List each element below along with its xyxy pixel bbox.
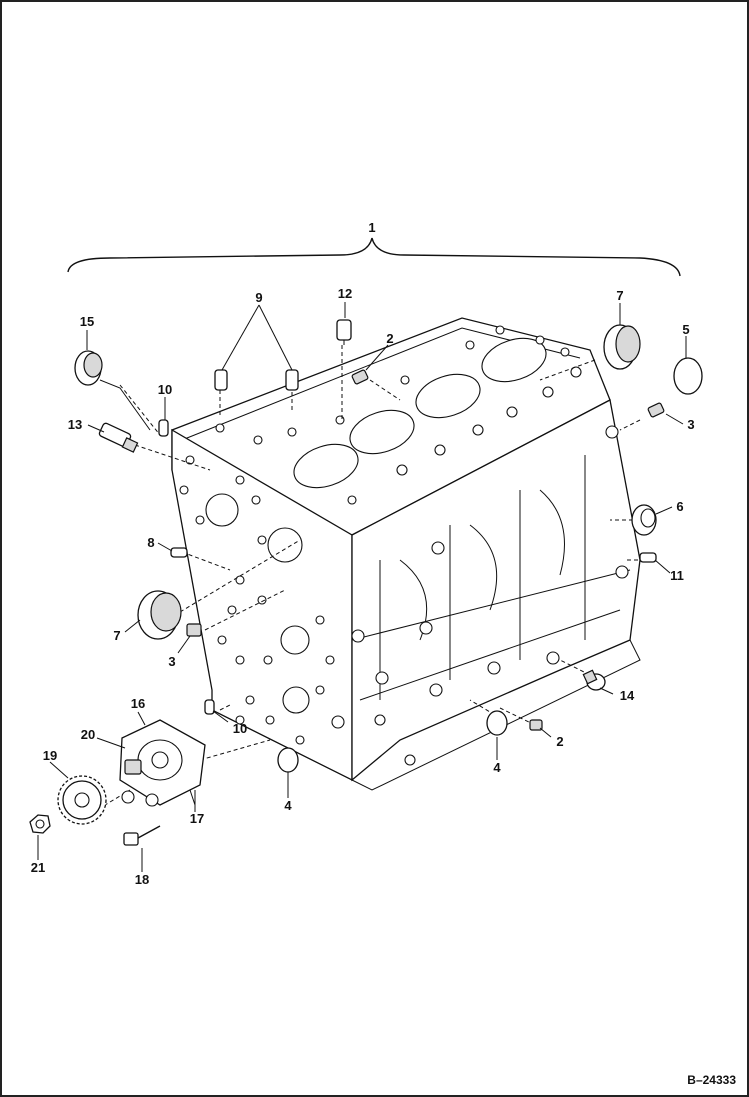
callout-4-left: 4 <box>284 798 292 813</box>
pipe-12 <box>336 319 352 345</box>
seal-7a <box>603 324 641 370</box>
callout-10-top: 10 <box>158 382 172 397</box>
callout-12: 12 <box>338 286 352 301</box>
dowel-9b <box>285 369 299 391</box>
dowel-10a <box>158 419 169 437</box>
callout-7-left: 7 <box>113 628 120 643</box>
assembly-brace <box>67 237 681 277</box>
callout-5: 5 <box>682 322 689 337</box>
callout-7-top: 7 <box>616 288 623 303</box>
callout-leaders <box>37 302 687 872</box>
leader-lines <box>79 345 645 821</box>
dowel-9a <box>214 369 228 391</box>
dowel-8 <box>170 547 188 558</box>
callout-9: 9 <box>255 290 262 305</box>
callout-4-right: 4 <box>493 760 501 775</box>
bolt-14 <box>582 669 606 691</box>
seal-6 <box>631 504 657 536</box>
callout-21: 21 <box>31 860 45 875</box>
dowel-11 <box>639 552 657 563</box>
callout-10-bottom: 10 <box>233 721 247 736</box>
dowel-10b <box>204 699 215 715</box>
plug-2a <box>351 369 369 385</box>
callout-15: 15 <box>80 314 94 329</box>
gear-19 <box>57 775 107 825</box>
plug-4a <box>486 710 508 736</box>
seal-15 <box>74 350 151 431</box>
seal-7b <box>137 590 182 640</box>
cap-5 <box>673 357 703 395</box>
cylinder-block <box>171 317 641 791</box>
callout-20: 20 <box>81 727 95 742</box>
plug-3b <box>186 623 202 637</box>
callout-labels: 1 9 12 7 5 15 2 10 13 3 6 8 11 7 3 14 16… <box>31 220 695 887</box>
plug-3a <box>647 402 665 418</box>
callout-14: 14 <box>620 688 635 703</box>
callout-2-bottom: 2 <box>556 734 563 749</box>
callout-11: 11 <box>670 568 684 583</box>
callout-1: 1 <box>368 220 375 235</box>
callout-8: 8 <box>147 535 154 550</box>
callout-18: 18 <box>135 872 149 887</box>
callout-19: 19 <box>43 748 57 763</box>
callout-2-top: 2 <box>386 331 393 346</box>
bolt-18 <box>123 825 161 846</box>
callout-17: 17 <box>190 811 204 826</box>
callout-13: 13 <box>68 417 82 432</box>
nut-21 <box>29 814 51 834</box>
plug-4b <box>277 747 299 773</box>
callout-3-right: 3 <box>687 417 694 432</box>
plug-13 <box>98 422 139 453</box>
callout-6: 6 <box>676 499 683 514</box>
callout-16: 16 <box>131 696 145 711</box>
plug-2b <box>529 719 543 731</box>
oil-pump-assembly <box>119 719 206 807</box>
callout-3-left: 3 <box>168 654 175 669</box>
figure-reference: B–24333 <box>687 1073 736 1087</box>
